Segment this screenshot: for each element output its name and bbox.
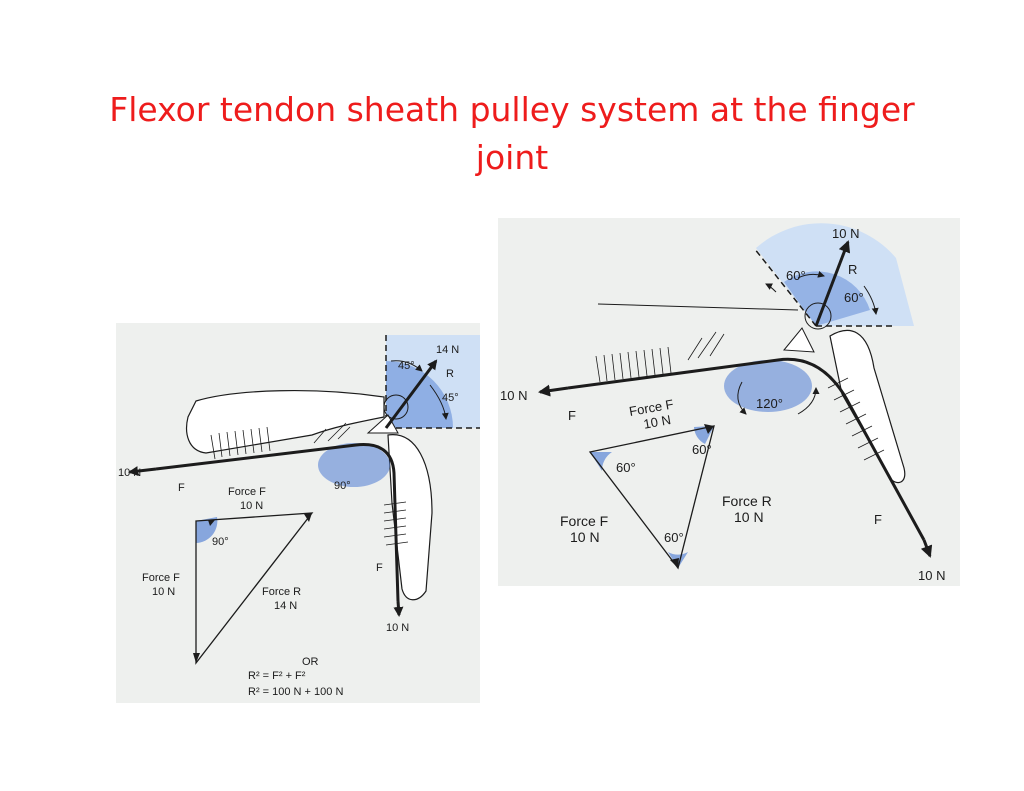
equation-line-1: R² = F² + F²: [248, 670, 306, 682]
sheath-wraps: [595, 331, 885, 461]
flexor-tendon: [155, 443, 400, 602]
force-triangle: [588, 425, 715, 570]
pulley-angle-label: 120°: [756, 396, 783, 411]
triangle-top-arrow: [704, 424, 714, 434]
resultant-force-arrow: [814, 240, 851, 327]
triangle-top-arrow: [208, 520, 215, 526]
triangle-side-r-label: Force R: [262, 586, 301, 598]
distal-phalanx-outline: [387, 434, 433, 601]
right-figure: 10 N R 60° 60° 10 N F Force F 10 N 120° …: [498, 218, 960, 586]
proximal-f-label: F: [178, 482, 185, 494]
force-sector: [386, 361, 453, 428]
pulley-angle-label: 90°: [334, 480, 351, 492]
triangle-side-r-value: 14 N: [274, 600, 297, 612]
slide-title: Flexor tendon sheath pulley system at th…: [90, 86, 934, 182]
pulley-pressure-zone: [318, 443, 390, 487]
side-angle-arc: [429, 384, 449, 420]
triangle-angle-right-label: 60°: [692, 442, 712, 457]
left-angle-arc: [797, 270, 825, 279]
force-f-value: 10 N: [642, 412, 672, 432]
top-angle-label: 45°: [398, 360, 415, 372]
dorsal-outline: [597, 303, 799, 311]
triangle-side-f-label: Force F: [560, 513, 608, 529]
title-line-2: joint: [475, 138, 549, 177]
distal-force-label: 10 N: [386, 622, 409, 634]
triangle-angle-bottom-label: 60°: [664, 530, 684, 545]
top-angle-arc: [390, 360, 423, 372]
equation-line-2: R² = 100 N + 100 N: [248, 686, 343, 698]
force-f-label: Force F: [228, 486, 266, 498]
distal-f-label: F: [376, 562, 383, 574]
sheath-wraps: [210, 422, 409, 546]
left-angle-label: 60°: [786, 268, 806, 283]
joint-axis-circle: [383, 394, 409, 420]
left-reference-line: [753, 247, 817, 327]
triangle-corner-arrow: [304, 513, 312, 522]
triangle-side-r-value: 10 N: [734, 509, 764, 525]
joint-axis-circle: [804, 302, 832, 330]
triangle-right-angle-label: 90°: [212, 536, 229, 548]
triangle-side-f-label: Force F: [142, 572, 180, 584]
triangle-side-f-value: 10 N: [570, 529, 600, 545]
proximal-force-label: 10 N: [118, 467, 141, 479]
triangle-angle-left-label: 60°: [616, 460, 636, 475]
proximal-force-label: 10 N: [500, 388, 527, 403]
resultant-force-arrow: [384, 359, 438, 429]
right-angle-arc: [863, 285, 879, 315]
left-figure-panel: 14 N R 45° 45° 10 N F Force F 10 N 90° F…: [116, 323, 480, 703]
right-angle-label: 60°: [844, 290, 864, 305]
pulley-angle-arc-left: [737, 381, 747, 415]
force-f-value: 10 N: [240, 500, 263, 512]
distal-f-label: F: [874, 512, 882, 527]
force-triangle: [195, 512, 314, 665]
triangle-side-r-label: Force R: [722, 493, 772, 509]
resultant-magnitude-label: 10 N: [832, 226, 859, 241]
left-figure: 14 N R 45° 45° 10 N F Force F 10 N 90° F…: [116, 323, 480, 703]
resultant-letter-label: R: [446, 368, 454, 380]
triangle-bottom-arrow: [670, 558, 679, 568]
distal-force-arrow: [393, 600, 404, 617]
pulley-angle-arc-right: [797, 387, 820, 415]
proximal-f-label: F: [568, 408, 576, 423]
proximal-force-arrow: [128, 466, 157, 477]
title-line-1: Flexor tendon sheath pulley system at th…: [109, 90, 915, 129]
left-angle-arc-tail: [765, 283, 777, 293]
equation-or: OR: [302, 656, 319, 668]
resultant-magnitude-label: 14 N: [436, 344, 459, 356]
triangle-side-f-value: 10 N: [152, 586, 175, 598]
triangle-corner-marker-left: [590, 452, 612, 471]
joint-wedge: [782, 327, 815, 353]
triangle-bottom-arrow: [193, 653, 200, 663]
distal-force-arrow: [920, 539, 933, 558]
distal-force-label: 10 N: [918, 568, 945, 583]
right-figure-panel: 10 N R 60° 60° 10 N F Force F 10 N 120° …: [498, 218, 960, 586]
force-f-label-group: Force F 10 N: [628, 396, 675, 432]
resultant-letter-label: R: [848, 262, 857, 277]
side-angle-label: 45°: [442, 392, 459, 404]
pulley-pressure-zone: [724, 360, 812, 412]
proximal-force-arrow: [538, 384, 569, 397]
